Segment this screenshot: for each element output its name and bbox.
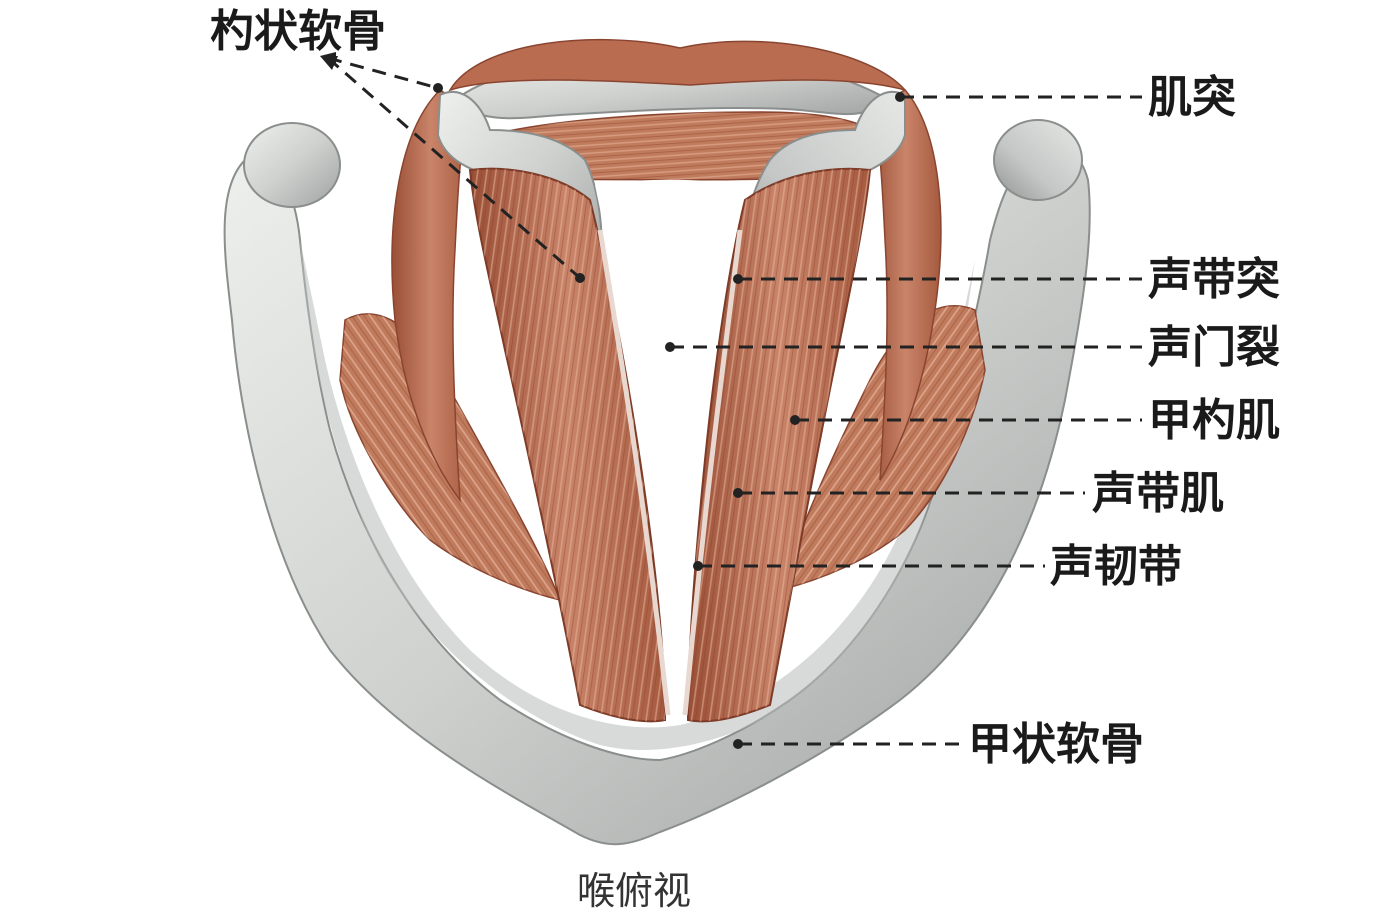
leader-lines: [327, 56, 1142, 746]
label-muscular-process: 肌突: [1148, 72, 1236, 123]
label-vocal-process: 声带突: [1148, 254, 1280, 305]
arrowheads: [320, 52, 338, 70]
label-vocal-ligament: 声韧带: [1050, 541, 1182, 592]
arrowhead-2: [320, 52, 336, 66]
label-thyroarytenoid-muscle: 甲杓肌: [1148, 395, 1280, 446]
thyroid-cartilage-shape: [223, 119, 1091, 846]
leader-arytenoid-2: [327, 56, 581, 280]
label-vocalis-muscle: 声带肌: [1092, 468, 1224, 519]
label-thyroid-cartilage: 甲状软骨: [968, 719, 1144, 770]
leader-arytenoid-1: [327, 56, 439, 90]
vocal-folds-shape: [468, 167, 872, 723]
figure-caption: 喉俯视: [577, 869, 692, 913]
label-rima-glottidis: 声门裂: [1148, 322, 1280, 373]
leader-dots: [433, 83, 905, 749]
posterior-muscles-shape: [391, 89, 942, 503]
label-arytenoid-cartilage: 杓状软骨: [210, 6, 386, 57]
rima-glottidis-shape: [595, 179, 745, 560]
